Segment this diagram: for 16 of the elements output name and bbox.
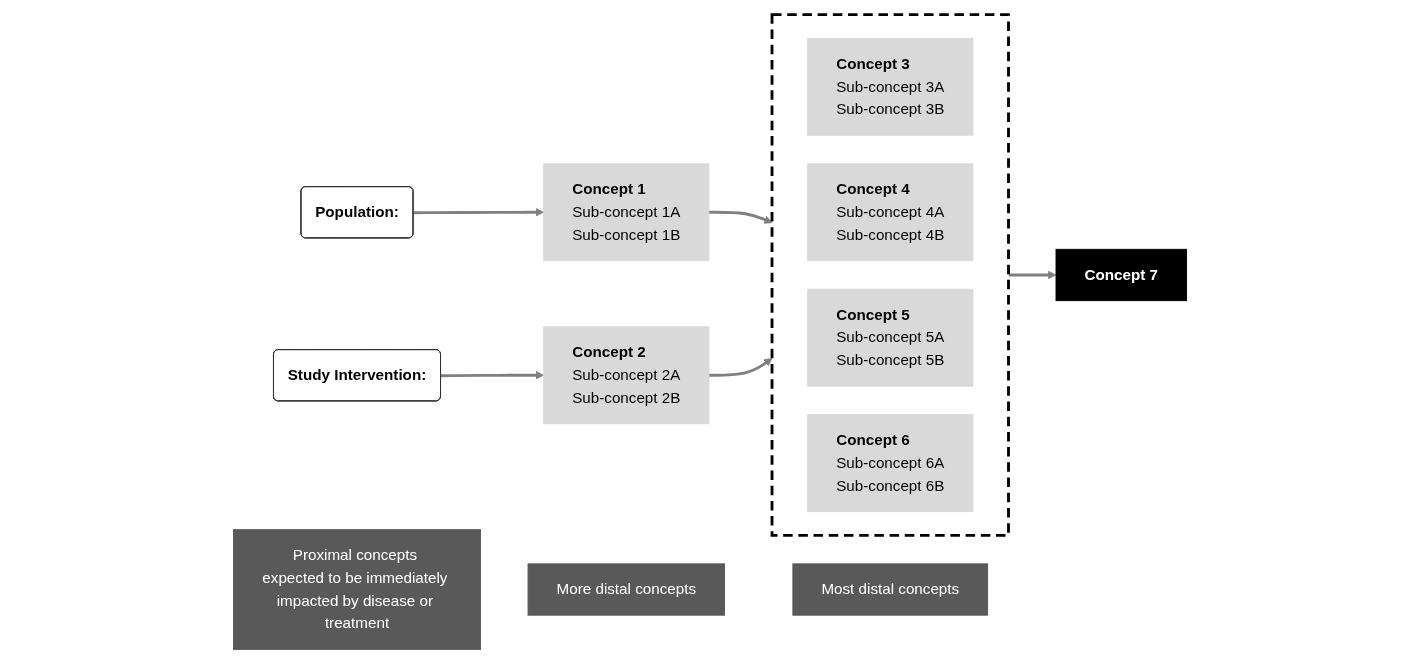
node-box: Concept 4 Sub-concept 4A Sub-concept 4B	[807, 163, 974, 262]
node-box: Concept 1 Sub-concept 1A Sub-concept 1B	[543, 163, 710, 262]
arrow	[413, 208, 545, 217]
node-box: Concept 6 Sub-concept 6A Sub-concept 6B	[807, 414, 974, 513]
node-box: Concept 5 Sub-concept 5A Sub-concept 5B	[807, 288, 974, 387]
arrow	[708, 210, 773, 224]
node-box: Concept 2 Sub-concept 2A Sub-concept 2B	[543, 326, 710, 425]
node-box: Concept 7	[1055, 248, 1187, 302]
node-box: Concept 3 Sub-concept 3A Sub-concept 3B	[807, 37, 974, 136]
node-box: More distal concepts	[527, 563, 725, 616]
arrow	[708, 358, 773, 377]
arrow	[441, 371, 545, 380]
node-box: Proximal concepts expected to be immediately impacted by disease or treatment	[233, 529, 481, 650]
arrow	[1008, 270, 1057, 280]
node-box: Most distal concepts	[792, 563, 989, 616]
cluster	[770, 13, 1010, 537]
